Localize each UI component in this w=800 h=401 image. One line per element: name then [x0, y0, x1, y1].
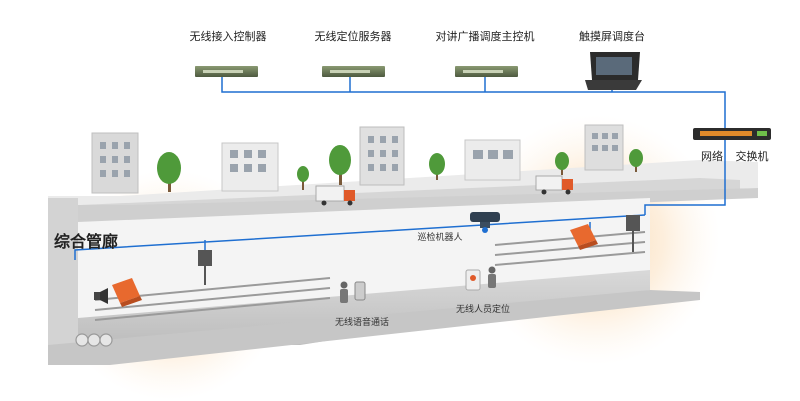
tunnel-front-wall	[48, 198, 78, 360]
label-voice: 无线语音通话	[335, 316, 389, 328]
label-intercom-controller: 对讲广播调度主控机	[436, 29, 535, 43]
tunnel-floor	[78, 270, 650, 345]
rack-positioning-server	[322, 66, 385, 77]
label-touch-console: 触摸屏调度台	[579, 29, 645, 43]
building-windows	[100, 133, 618, 177]
label-network: 网络	[701, 149, 723, 163]
label-robot: 巡检机器人	[417, 231, 462, 243]
orange-device-left-icon	[112, 278, 142, 307]
rack-intercom-controller	[455, 66, 518, 77]
trees	[157, 145, 643, 192]
speaker-icon	[94, 288, 108, 304]
person-voice-icon	[340, 281, 366, 303]
label-wireless-controller: 无线接入控制器	[190, 29, 267, 43]
touch-console-icon	[585, 52, 642, 90]
wireless-ap-right-icon	[626, 215, 640, 252]
label-positioning-server: 无线定位服务器	[315, 29, 392, 43]
tunnel-top	[48, 188, 758, 222]
pipes	[75, 333, 113, 347]
label-tunnel-title: 综合管廊	[54, 232, 118, 251]
truck-right	[535, 175, 573, 195]
inspection-robot-icon	[470, 212, 500, 233]
label-personnel: 无线人员定位	[456, 303, 510, 315]
wireless-ap-left-icon	[198, 250, 212, 285]
network-switch-icon	[693, 128, 771, 140]
network-lines	[74, 77, 726, 260]
orange-device-right-icon	[570, 224, 598, 250]
person-positioning-icon	[465, 266, 496, 291]
rack-wireless-controller	[195, 66, 258, 77]
truck-left	[315, 185, 355, 206]
label-switch: 交换机	[736, 149, 769, 163]
tunnel-bottom	[48, 290, 700, 365]
